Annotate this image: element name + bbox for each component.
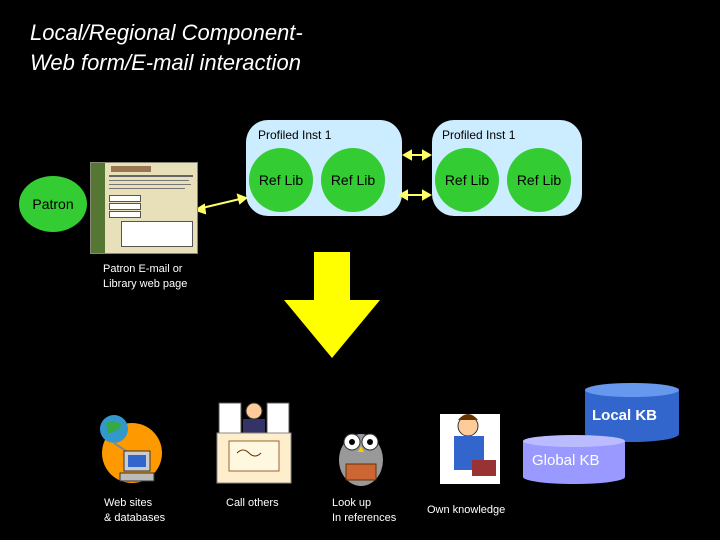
web-globe-computer-icon bbox=[100, 415, 162, 483]
global-kb-label: Global KB bbox=[532, 452, 600, 469]
patron-node: Patron bbox=[19, 176, 87, 232]
ref-lib-node: Ref Lib bbox=[435, 148, 499, 212]
title-line-2: Web form/E-mail interaction bbox=[30, 50, 302, 75]
ref-lib-node: Ref Lib bbox=[321, 148, 385, 212]
phone-desk-icon bbox=[216, 402, 292, 484]
resource-label-lookup: Look up In references bbox=[332, 497, 397, 524]
resource-label-web: Web sites & databases bbox=[104, 497, 166, 524]
ref-lib-node: Ref Lib bbox=[507, 148, 571, 212]
global-kb-cylinder bbox=[523, 435, 625, 484]
profiled-inst-label: Profiled Inst 1 bbox=[258, 128, 332, 142]
resource-label-call: Call others bbox=[226, 497, 279, 509]
resource-label-own: Own knowledge bbox=[427, 504, 506, 516]
ref-lib-node: Ref Lib bbox=[249, 148, 313, 212]
owl-reading-icon bbox=[339, 433, 383, 486]
patron-caption: Patron E-mail or Library web page bbox=[103, 263, 188, 290]
local-kb-label: Local KB bbox=[592, 407, 658, 424]
down-arrow bbox=[284, 252, 380, 358]
profiled-inst-label: Profiled Inst 1 bbox=[442, 128, 516, 142]
web-form-thumbnail bbox=[90, 162, 198, 254]
slide-title: Local/Regional Component- Web form/E-mai… bbox=[30, 18, 303, 78]
thinking-person-icon bbox=[440, 414, 500, 484]
form-to-inst-arrow bbox=[201, 198, 241, 209]
title-line-1: Local/Regional Component- bbox=[30, 20, 303, 45]
